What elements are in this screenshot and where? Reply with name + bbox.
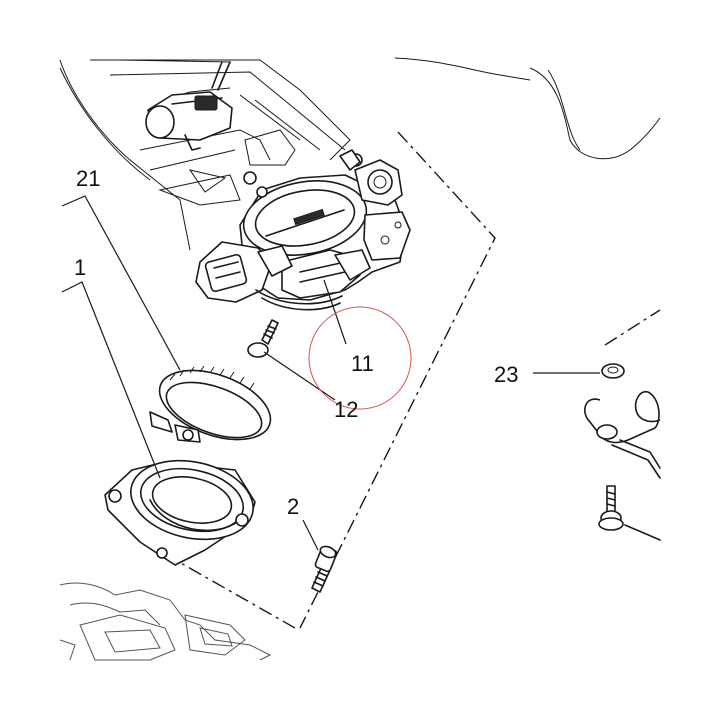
highlight-circle [308,306,412,410]
leader-lines [61,195,600,551]
lower-manifold-outline [59,582,272,661]
callout-2: 2 [287,494,299,519]
callout-21: 21 [76,166,100,191]
hose-clamp-item-21 [149,365,272,443]
callout-1: 1 [74,255,86,280]
callout-12: 12 [334,397,358,422]
throttle-body [195,149,411,311]
bolt-right [598,485,661,541]
mounting-bracket [584,390,661,479]
callout-11: 11 [351,351,374,376]
engine-block-outline [394,57,661,160]
injector-assembly [145,61,233,151]
bolt-item-12 [247,319,279,358]
callout-23: 23 [494,362,518,387]
throttle-adapter-item-1 [104,459,256,566]
bolt-item-2 [311,545,338,593]
washer-item-23 [601,363,625,379]
construction-lines [171,131,661,629]
